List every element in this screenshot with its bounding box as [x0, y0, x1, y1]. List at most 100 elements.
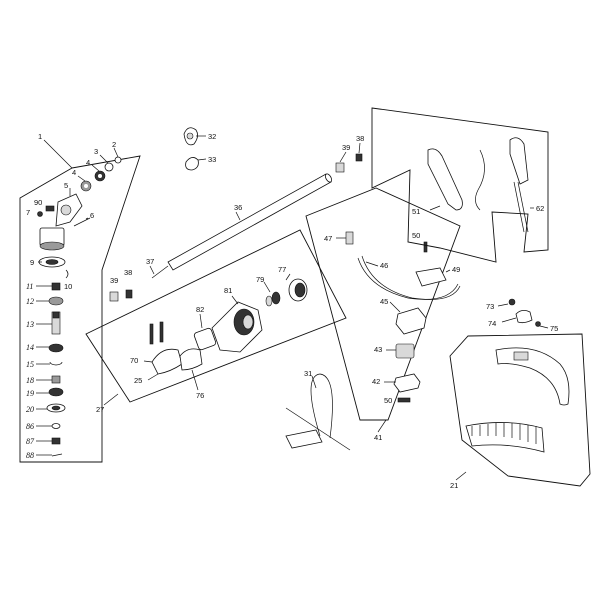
label-75: 75 — [550, 324, 558, 333]
label-39-top: 39 — [342, 143, 350, 152]
leader-3 — [99, 154, 109, 164]
leader-38-top — [358, 142, 361, 154]
part-18-collar — [51, 375, 61, 384]
part-38-bushing-bottom — [125, 289, 133, 299]
label-31: 31 — [304, 369, 312, 378]
label-49: 49 — [452, 265, 460, 274]
leader-77 — [285, 273, 291, 281]
label-38-bottom: 38 — [124, 268, 132, 277]
part-15-clip — [49, 361, 63, 366]
label-70: 70 — [130, 356, 138, 365]
part-45-bracket — [395, 307, 427, 335]
part-81-bore — [242, 314, 254, 330]
label-12: 12 — [26, 297, 34, 306]
part-9-hub — [45, 259, 59, 265]
leader-2 — [113, 147, 119, 158]
part-50-screw-top — [423, 241, 428, 253]
handle-group: 41 47 50 46 49 45 43 42 50 — [305, 187, 461, 442]
shaft-group: 36 37 39 38 39 38 — [109, 134, 364, 302]
group-throttle-frame — [371, 107, 549, 263]
part-11-nut — [51, 282, 61, 291]
leader-39-top — [339, 151, 347, 163]
part-88-pin — [51, 453, 63, 457]
part-74-clamp — [515, 310, 533, 324]
part-76-clamp — [179, 348, 203, 371]
part-36-shaft-tube — [167, 173, 332, 271]
label-41: 41 — [374, 433, 382, 442]
label-11: 11 — [26, 282, 33, 291]
cable-tie-group: 31 — [285, 369, 351, 451]
label-5: 5 — [64, 181, 68, 190]
label-3: 3 — [94, 147, 98, 156]
leader-31 — [311, 375, 317, 389]
label-81: 81 — [224, 286, 232, 295]
part-33-clip — [185, 157, 199, 171]
leader-49 — [445, 269, 451, 273]
part-62-spring-b — [517, 181, 529, 233]
label-6: 6 — [90, 211, 94, 220]
leader-76 — [191, 369, 199, 391]
leader-70 — [143, 360, 153, 363]
throttle-group: 51 62 — [371, 107, 549, 263]
label-10: 10 — [64, 282, 72, 291]
label-46: 46 — [380, 261, 388, 270]
part-37-drive-shaft — [151, 265, 169, 279]
guard-upper-shell — [495, 347, 570, 406]
part-87-nut — [51, 437, 61, 445]
part-62-spring — [513, 181, 525, 233]
label-90: 90 — [34, 198, 42, 207]
part-46-handle-bar — [357, 257, 459, 300]
part-70-bolt-b — [159, 321, 164, 343]
part-32-hole — [186, 132, 194, 140]
part-31-loop — [310, 373, 333, 439]
label-20: 20 — [26, 405, 34, 414]
label-43: 43 — [374, 345, 382, 354]
part-2-circlip — [114, 156, 122, 164]
label-33: 33 — [208, 155, 216, 164]
leader-75 — [539, 325, 549, 329]
clips-group: 32 33 — [183, 127, 216, 171]
leader-21 — [455, 471, 467, 481]
part-13-shaft-top — [52, 311, 60, 319]
label-7: 7 — [26, 208, 30, 217]
shaft-end — [324, 173, 333, 183]
label-27: 27 — [96, 405, 104, 414]
label-76: 76 — [196, 391, 204, 400]
label-77: 77 — [278, 265, 286, 274]
part-4-bore — [98, 174, 102, 178]
part-43-grip — [395, 343, 415, 359]
leader-25 — [147, 373, 159, 381]
label-13: 13 — [26, 320, 34, 329]
part-42-clamp-bottom — [393, 373, 421, 393]
label-74: 74 — [488, 319, 496, 328]
label-4a: 4 — [86, 158, 90, 167]
leader-46 — [365, 261, 379, 267]
leader-81 — [231, 295, 239, 305]
label-2: 2 — [112, 140, 116, 149]
part-19-cup — [48, 387, 64, 397]
label-38-top: 38 — [356, 134, 364, 143]
leader-6 — [85, 217, 89, 220]
leader-41 — [377, 419, 387, 433]
label-9: 9 — [30, 258, 34, 267]
label-87: 87 — [26, 437, 35, 446]
label-51: 51 — [412, 207, 420, 216]
leader-27 — [103, 393, 119, 406]
leader-45 — [389, 301, 401, 313]
label-36: 36 — [234, 203, 242, 212]
part-51-throttle-housing — [427, 148, 463, 211]
label-50-top: 50 — [412, 231, 420, 240]
label-79: 79 — [256, 275, 264, 284]
label-1: 1 — [38, 132, 42, 141]
label-39-bottom: 39 — [110, 276, 118, 285]
part-5-bore — [84, 184, 88, 188]
label-50-bottom: 50 — [384, 396, 392, 405]
leader-74 — [501, 317, 517, 323]
part-79-bearing — [271, 291, 281, 305]
group-1-bracket — [19, 167, 73, 463]
part-39-bushing-bottom — [109, 291, 119, 302]
label-73: 73 — [486, 302, 494, 311]
label-18: 18 — [26, 376, 34, 385]
